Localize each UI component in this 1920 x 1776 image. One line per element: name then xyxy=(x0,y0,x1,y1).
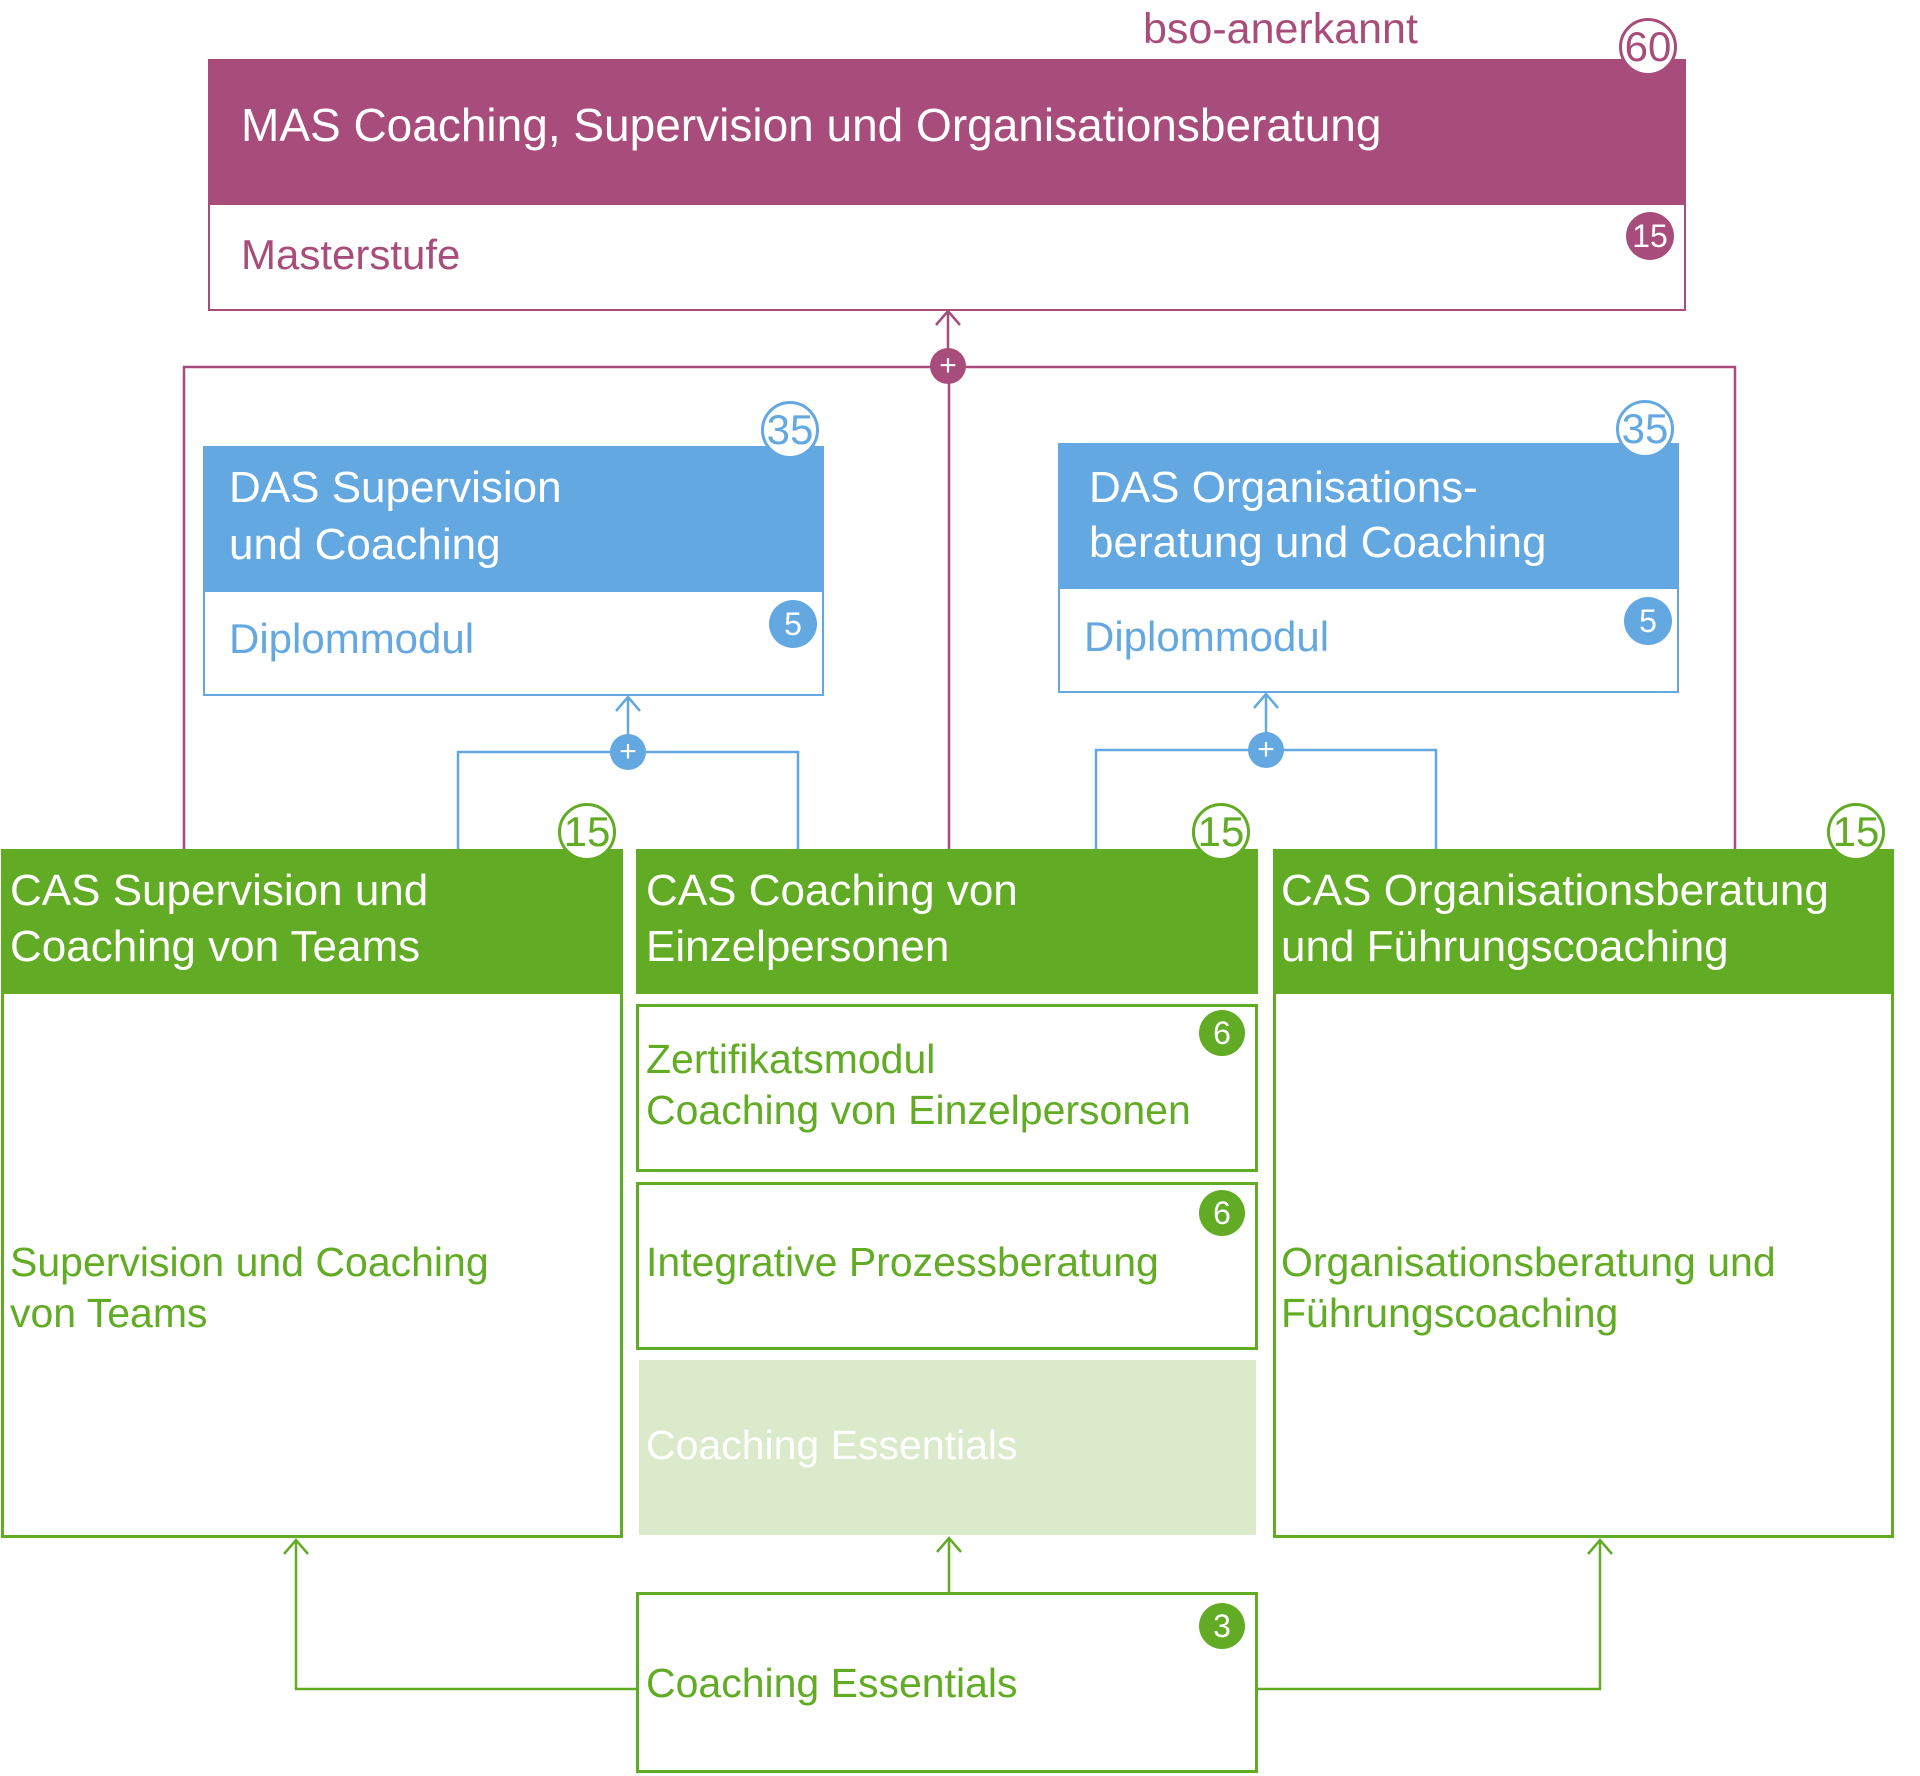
zertifikat-module-line-2: Coaching von Einzelpersonen xyxy=(646,1087,1191,1133)
das-organisationsberatung-module-credits-badge: 5 xyxy=(1624,597,1672,645)
cas-fuehrung-header xyxy=(1273,849,1894,994)
mas-module-label: Masterstufe xyxy=(241,231,461,278)
mas-arrow-head xyxy=(935,309,961,326)
zertifikat-module-credits-badge: 6 xyxy=(1199,1010,1245,1056)
das-left-combine-plus-icon: + xyxy=(610,734,646,770)
das-supervision-module-label: Diplommodul xyxy=(229,615,475,662)
cas-einzelpersonen-module-essentials-inherited xyxy=(639,1360,1256,1535)
mas-combine-plus-icon: + xyxy=(930,348,966,384)
das-organisationsberatung-header xyxy=(1058,443,1679,589)
cas-einzelpersonen-module-prozessberatung xyxy=(636,1182,1258,1350)
cas-einzelpersonen-title-line-1: CAS Coaching von xyxy=(646,866,1018,915)
cas-teams-header xyxy=(1,849,623,994)
cas-einzelpersonen-total-credits-badge: 15 xyxy=(1192,803,1250,861)
base-center-arrow-head xyxy=(936,1536,962,1553)
cas-einzelpersonen-module-zertifikat xyxy=(636,1004,1258,1172)
das-supervision-module-credits-badge: 5 xyxy=(769,600,817,648)
base-connector xyxy=(283,1536,1613,1691)
cas-teams-module-line-2: von Teams xyxy=(10,1290,208,1336)
prozessberatung-module-credits-badge: 6 xyxy=(1199,1190,1245,1236)
essentials-inherited-label: Coaching Essentials xyxy=(646,1422,1018,1468)
base-module-coaching-essentials xyxy=(636,1592,1258,1773)
das-left-connector xyxy=(456,695,800,849)
das-right-arrow-head xyxy=(1253,692,1279,709)
mas-header xyxy=(208,59,1686,205)
base-left-arrow-head xyxy=(283,1538,309,1555)
base-module-credits-badge: 3 xyxy=(1199,1603,1245,1649)
das-organisationsberatung-module-label: Diplommodul xyxy=(1084,613,1330,660)
mas-total-credits-badge: 60 xyxy=(1619,18,1677,76)
prozessberatung-module-label: Integrative Prozessberatung xyxy=(646,1239,1159,1285)
cas-teams-title-line-1: CAS Supervision und xyxy=(10,866,429,915)
das-supervision-title-line-2: und Coaching xyxy=(229,520,501,569)
recognition-label: bso-anerkannt xyxy=(1143,5,1418,53)
cas-fuehrung-module-line-1: Organisationsberatung und xyxy=(1281,1239,1776,1285)
cas-fuehrung-module-line-2: Führungscoaching xyxy=(1281,1290,1619,1336)
das-supervision-title-line-1: DAS Supervision xyxy=(229,463,562,512)
mas-module-credits-badge: 15 xyxy=(1626,212,1674,260)
mas-title: MAS Coaching, Supervision und Organisati… xyxy=(241,99,1382,151)
base-module-label: Coaching Essentials xyxy=(646,1660,1018,1706)
das-right-combine-plus-icon: + xyxy=(1248,732,1284,768)
zertifikat-module-line-1: Zertifikatsmodul xyxy=(646,1036,936,1082)
das-left-arrow-head xyxy=(615,695,641,712)
das-organisationsberatung-title-line-1: DAS Organisations- xyxy=(1089,463,1478,512)
das-right-connector xyxy=(1094,692,1438,849)
cas-fuehrung-title-line-2: und Führungscoaching xyxy=(1281,922,1729,971)
das-organisationsberatung-title-line-2: beratung und Coaching xyxy=(1089,518,1547,567)
das-supervision-total-credits-badge: 35 xyxy=(761,401,819,459)
cas-teams-total-credits-badge: 15 xyxy=(558,803,616,861)
base-right-arrow-head xyxy=(1587,1538,1613,1555)
das-organisationsberatung-total-credits-badge: 35 xyxy=(1616,400,1674,458)
cas-teams-module-line-1: Supervision und Coaching xyxy=(10,1239,489,1285)
cas-teams-title-line-2: Coaching von Teams xyxy=(10,922,421,971)
cas-fuehrung-title-line-1: CAS Organisationsberatung xyxy=(1281,866,1829,915)
cas-einzelpersonen-header xyxy=(636,849,1258,994)
das-supervision-header xyxy=(203,446,824,592)
cas-fuehrung-total-credits-badge: 15 xyxy=(1827,803,1885,861)
cas-einzelpersonen-title-line-2: Einzelpersonen xyxy=(646,922,950,971)
